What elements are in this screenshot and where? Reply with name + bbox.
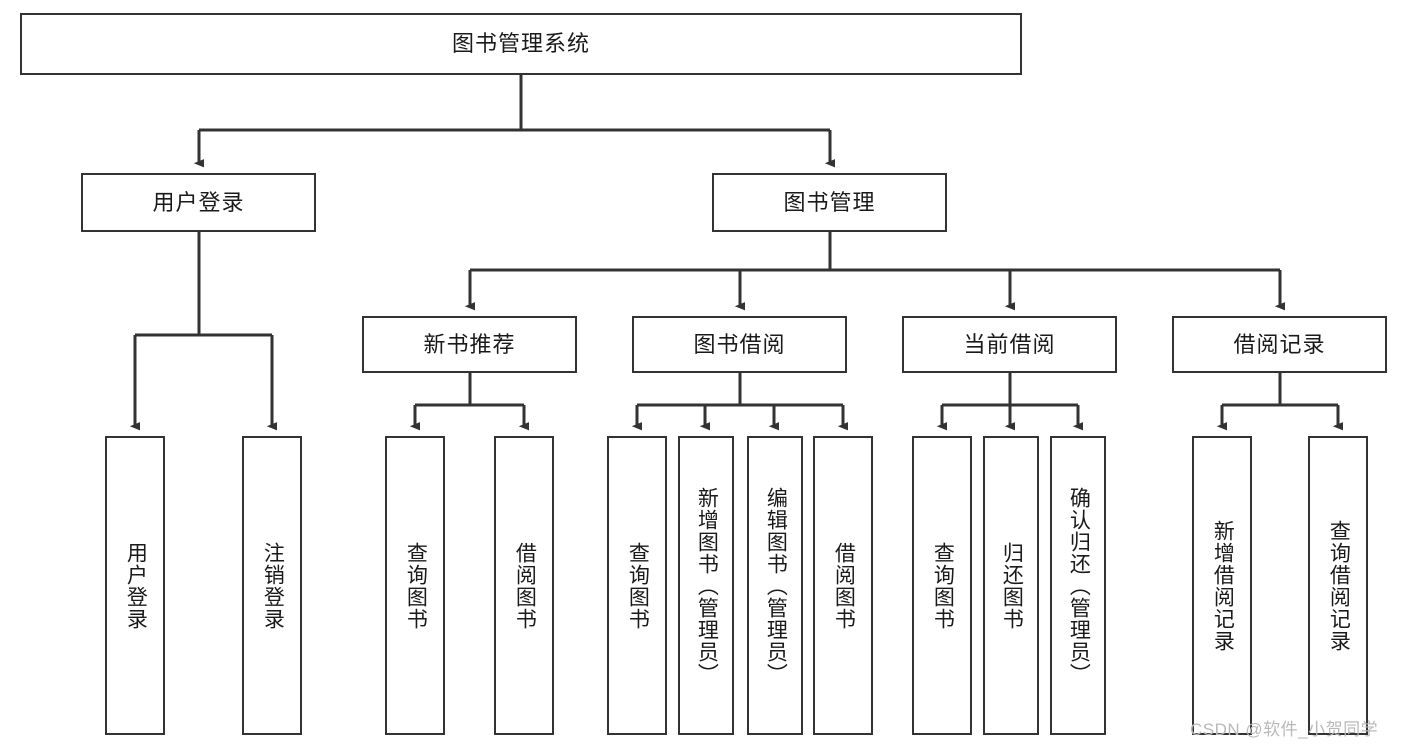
leaf-current-return-book-label: 归还图书 [1000, 541, 1024, 630]
leaf-records-add-record-label: 新增借阅记录 [1211, 519, 1235, 652]
leaf-user-login-signin-label: 用户登录 [124, 541, 148, 630]
node-book-borrow-label: 图书借阅 [693, 331, 786, 357]
leaf-records-query-record-label: 查询借阅记录 [1327, 519, 1351, 652]
node-current-borrow-label: 当前借阅 [963, 331, 1056, 357]
leaf-current-confirm-return-label: 确认归还（管理员） [1067, 486, 1091, 685]
leaf-borrow-edit-book[interactable]: 编辑图书（管理员） [747, 436, 803, 735]
node-user-login[interactable]: 用户登录 [81, 173, 316, 232]
leaf-user-login-signout[interactable]: 注销登录 [242, 436, 302, 735]
leaf-recommend-query-book[interactable]: 查询图书 [385, 436, 445, 735]
leaf-current-query-book[interactable]: 查询图书 [912, 436, 972, 735]
leaf-borrow-add-book-label: 新增图书（管理员） [695, 486, 719, 685]
node-book-management[interactable]: 图书管理 [712, 173, 947, 232]
leaf-records-add-record[interactable]: 新增借阅记录 [1192, 436, 1252, 735]
leaf-recommend-borrow-book-label: 借阅图书 [513, 541, 537, 630]
node-book-management-label: 图书管理 [783, 189, 876, 215]
leaf-borrow-borrow-book-label: 借阅图书 [832, 541, 856, 630]
node-root-system-label: 图书管理系统 [451, 31, 590, 57]
node-new-book-recommend-label: 新书推荐 [423, 331, 516, 357]
leaf-records-query-record[interactable]: 查询借阅记录 [1308, 436, 1368, 735]
leaf-borrow-query-book[interactable]: 查询图书 [607, 436, 667, 735]
leaf-current-return-book[interactable]: 归还图书 [983, 436, 1039, 735]
leaf-recommend-query-book-label: 查询图书 [404, 541, 428, 630]
node-user-login-label: 用户登录 [152, 189, 245, 215]
leaf-borrow-add-book[interactable]: 新增图书（管理员） [678, 436, 734, 735]
leaf-user-login-signin[interactable]: 用户登录 [105, 436, 165, 735]
leaf-recommend-borrow-book[interactable]: 借阅图书 [494, 436, 554, 735]
leaf-borrow-query-book-label: 查询图书 [626, 541, 650, 630]
node-borrow-records-label: 借阅记录 [1233, 331, 1326, 357]
leaf-current-confirm-return[interactable]: 确认归还（管理员） [1050, 436, 1106, 735]
node-borrow-records[interactable]: 借阅记录 [1172, 316, 1387, 373]
leaf-user-login-signout-label: 注销登录 [261, 541, 285, 630]
node-book-borrow[interactable]: 图书借阅 [632, 316, 847, 373]
node-root-system[interactable]: 图书管理系统 [20, 13, 1022, 75]
leaf-current-query-book-label: 查询图书 [931, 541, 955, 630]
node-new-book-recommend[interactable]: 新书推荐 [362, 316, 577, 373]
leaf-borrow-borrow-book[interactable]: 借阅图书 [813, 436, 873, 735]
node-current-borrow[interactable]: 当前借阅 [902, 316, 1117, 373]
leaf-borrow-edit-book-label: 编辑图书（管理员） [764, 486, 788, 685]
